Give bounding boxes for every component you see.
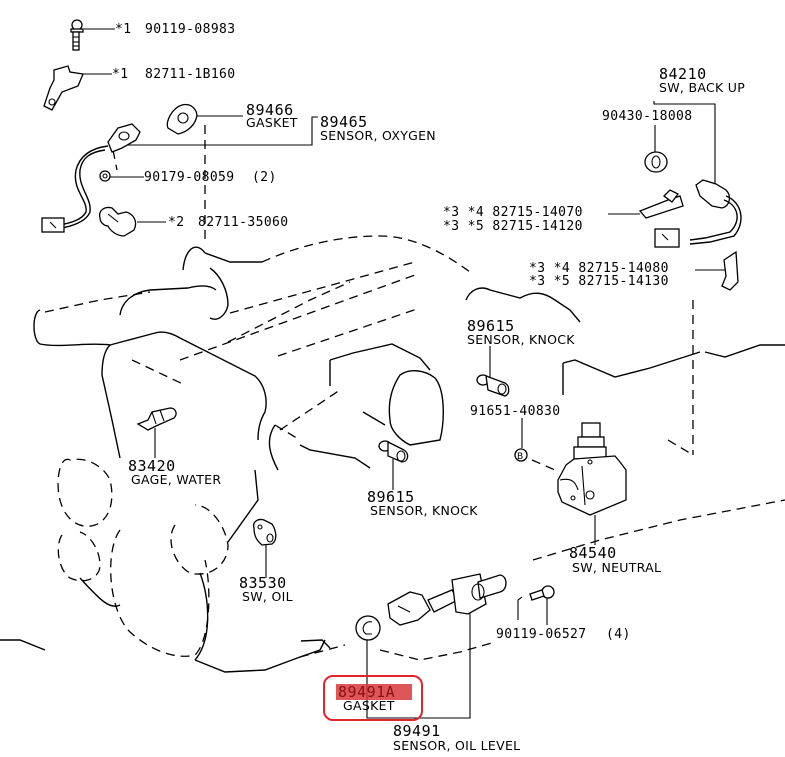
nut-qty: (2) [252, 170, 277, 185]
clip-part-numbers-1[interactable]: *3 *4 82715-14070 [443, 205, 583, 220]
neutral-switch-icon [557, 422, 627, 516]
screw-part-number[interactable]: 90119-06527 [496, 627, 587, 642]
clip-icon [638, 189, 684, 219]
gasket-ring-icon [355, 615, 381, 641]
bolt-b-marker: B [517, 452, 523, 462]
gasket-oxygen-name: GASKET [246, 115, 298, 130]
bracket-part-numbers-1[interactable]: *3 *4 82715-14080 [529, 261, 669, 276]
oil-level-sensor-icon [387, 573, 507, 626]
neutral-switch-name: SW, NEUTRAL [572, 560, 662, 575]
oil-switch-icon [252, 518, 277, 546]
screw-qty: (4) [606, 627, 631, 642]
bolt-b-icon: B [514, 448, 528, 462]
washer-icon [644, 151, 668, 173]
neutral-switch-number[interactable]: 84540 [569, 544, 617, 562]
knock-sensor-2-number[interactable]: 89615 [367, 488, 415, 506]
gasket-oil-number[interactable]: 89491A [338, 683, 396, 701]
highlight-frame [323, 675, 423, 721]
clamp-icon [99, 206, 137, 237]
bracket-icon [721, 250, 739, 291]
backup-switch-icon [654, 179, 742, 248]
highlight-fill [336, 684, 412, 700]
knock-sensor-1-name: SENSOR, KNOCK [467, 332, 575, 347]
sensor-oxygen-name: SENSOR, OXYGEN [320, 128, 436, 143]
bolt-part-number[interactable]: 90119-08983 [145, 22, 236, 37]
water-gage-name: GAGE, WATER [131, 472, 222, 487]
clip-part-numbers-2[interactable]: *3 *5 82715-14120 [443, 219, 583, 234]
clamp2-ref: *2 [168, 215, 185, 230]
water-gage-icon [136, 407, 177, 431]
bracket-part-numbers-2[interactable]: *3 *5 82715-14130 [529, 274, 669, 289]
bolt-icon [70, 19, 84, 51]
clamp-icon [43, 65, 84, 111]
oxygen-sensor-icon [41, 123, 141, 233]
water-gage-number[interactable]: 83420 [128, 457, 176, 475]
leader-lines [82, 28, 727, 719]
gasket-icon [166, 103, 198, 135]
backup-switch-number[interactable]: 84210 [659, 65, 707, 83]
nut-icon [99, 170, 111, 182]
oil-level-sensor-name: SENSOR, OIL LEVEL [393, 738, 521, 753]
washer-part-number[interactable]: 90430-18008 [602, 109, 693, 124]
engine-block-outline [0, 235, 785, 673]
knock-sensor-1-number[interactable]: 89615 [467, 317, 515, 335]
clamp1-part-number[interactable]: 82711-1B160 [145, 67, 236, 82]
gasket-oxygen-number[interactable]: 89466 [246, 101, 294, 119]
knock-sensor-icon [378, 440, 409, 463]
bolt-ref: *1 [115, 22, 132, 37]
screw-icon [529, 585, 555, 601]
knock-sensor-2-name: SENSOR, KNOCK [370, 503, 478, 518]
gasket-oil-name: GASKET [343, 698, 395, 713]
bolt-b-part-number[interactable]: 91651-40830 [470, 404, 561, 419]
sensor-oxygen-number[interactable]: 89465 [320, 113, 368, 131]
oil-switch-name: SW, OIL [242, 589, 293, 604]
backup-switch-name: SW, BACK UP [659, 80, 746, 95]
clamp2-part-number[interactable]: 82711-35060 [198, 215, 289, 230]
oil-level-sensor-number[interactable]: 89491 [393, 722, 441, 740]
knock-sensor-icon [476, 374, 510, 397]
clamp1-ref: *1 [112, 67, 129, 82]
oil-switch-number[interactable]: 83530 [239, 574, 287, 592]
nut-part-number[interactable]: 90179-08059 [144, 170, 235, 185]
